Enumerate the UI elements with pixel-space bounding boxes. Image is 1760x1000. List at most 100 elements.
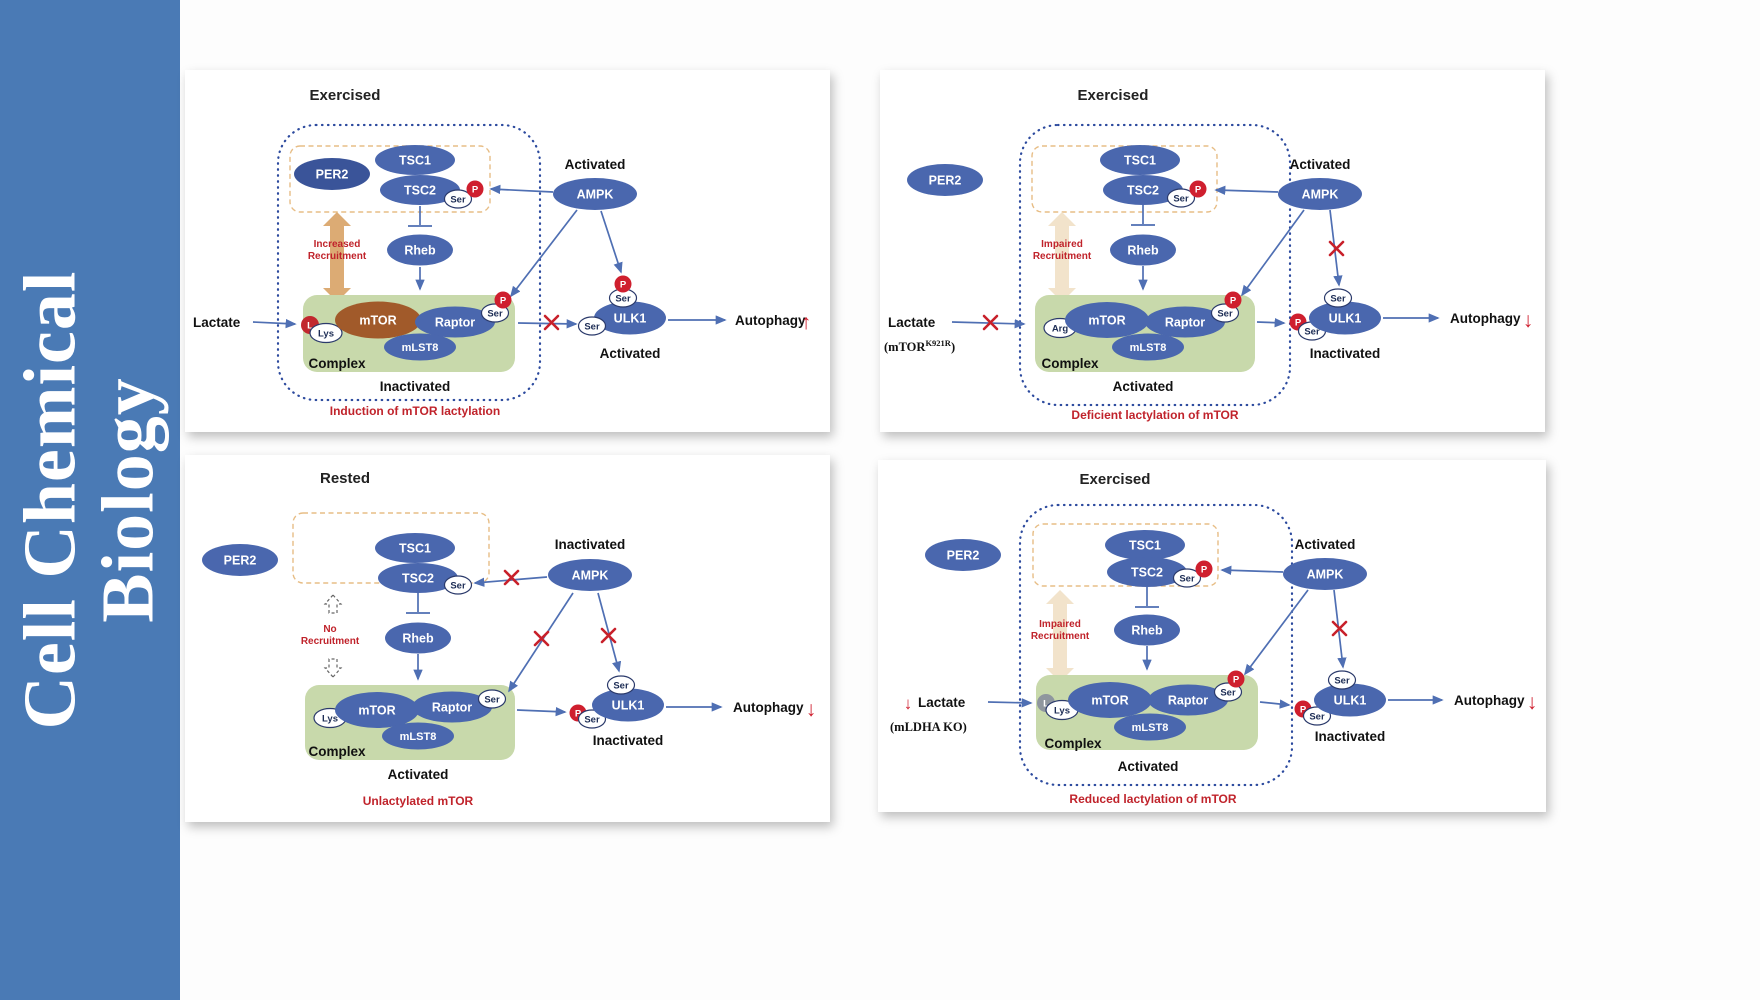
ulk1-ser-top-site: Ser xyxy=(606,675,636,695)
mtor-node: mTOR xyxy=(1068,682,1152,718)
raptor-node: Raptor xyxy=(1145,306,1225,338)
ulk1-ser-top-site: Ser xyxy=(1327,670,1357,690)
ulk1-node: ULK1 xyxy=(1314,683,1386,717)
inhibit-tbar-tsc2-to-rheb xyxy=(1131,205,1155,226)
ser-label: Ser xyxy=(1309,711,1325,722)
mlst8-node: mLST8 xyxy=(1112,333,1184,361)
lactyl-label: L xyxy=(1043,699,1049,710)
arrow-lactate-to-complex xyxy=(252,318,297,329)
tsc2-phospho-badge: P xyxy=(1189,180,1207,198)
phospho-label: P xyxy=(1300,705,1307,716)
mtor-variant-label: (mTORK921R) xyxy=(884,338,955,354)
ampk-label: AMPK xyxy=(1307,568,1344,582)
panel-caption: Reduced lactylation of mTOR xyxy=(1069,792,1236,806)
lys-label: Lys xyxy=(322,713,338,724)
ser-label: Ser xyxy=(1220,687,1236,698)
recruitment-word: No xyxy=(323,624,336,635)
mtor-label: mTOR xyxy=(358,704,395,718)
per2-node: PER2 xyxy=(202,544,278,576)
panel-reduced-lactylation: Exercised PER2 TSC1 TSC2 Ser P Activated… xyxy=(878,460,1546,812)
arrow-complex-to-ulk1 xyxy=(516,706,567,717)
lys-site: Lys xyxy=(309,322,343,344)
recruitment-word: Impaired xyxy=(1039,619,1081,630)
complex-label: Complex xyxy=(1041,356,1099,371)
ulk1-state: Inactivated xyxy=(593,733,664,748)
rheb-node: Rheb xyxy=(1110,234,1176,266)
mlst8-label: mLST8 xyxy=(400,731,437,743)
journal-title-line1: Cell Chemical xyxy=(9,270,92,730)
ampk-label: AMPK xyxy=(1302,188,1339,202)
rheb-label: Rheb xyxy=(1131,624,1163,638)
tsc2-label: TSC2 xyxy=(1127,184,1159,198)
mlst8-label: mLST8 xyxy=(1132,722,1169,734)
autophagy-down-icon: ↓ xyxy=(806,698,817,721)
tsc2-node: TSC2 xyxy=(380,175,460,205)
phospho-label: P xyxy=(1230,296,1237,307)
diagram-reduced-lactylation: Exercised PER2 TSC1 TSC2 Ser P Activated… xyxy=(890,471,1537,806)
mlst8-label: mLST8 xyxy=(402,342,439,354)
autophagy-label: Autophagy xyxy=(733,700,804,715)
blocked-x-icon xyxy=(982,314,999,331)
ampk-label: AMPK xyxy=(572,569,609,583)
blocked-x-icon xyxy=(533,630,550,647)
phospho-label: P xyxy=(472,185,479,196)
tsc1-label: TSC1 xyxy=(1124,154,1156,168)
recruitment-arrow-faded xyxy=(1048,212,1076,302)
tsc2-label: TSC2 xyxy=(402,572,434,586)
mtor-label: mTOR xyxy=(359,314,396,328)
arrow-ampk-to-ulk1 xyxy=(597,592,622,673)
mtor-node: mTOR xyxy=(335,692,419,728)
mlst8-label: mLST8 xyxy=(1130,342,1167,354)
ulk1-label: ULK1 xyxy=(1334,694,1367,708)
ampk-node: AMPK xyxy=(1283,558,1367,590)
mtor-label: mTOR xyxy=(1088,314,1125,328)
lactate-label: Lactate xyxy=(888,315,936,330)
pathway-dotted-border xyxy=(1018,503,1294,787)
arrow-lactate-to-complex xyxy=(951,319,1026,329)
ser-label: Ser xyxy=(1173,193,1189,204)
ser-label: Ser xyxy=(1217,308,1233,319)
complex-state: Activated xyxy=(1113,379,1174,394)
ulk1-state: Inactivated xyxy=(1310,346,1381,361)
tsc2-label: TSC2 xyxy=(1131,566,1163,580)
ser-label: Ser xyxy=(613,680,629,691)
raptor-phospho-badge: P xyxy=(1227,670,1245,688)
no-recruitment-up-arrow xyxy=(323,594,343,614)
autophagy-label: Autophagy xyxy=(735,313,806,328)
autophagy-label: Autophagy xyxy=(1450,311,1521,326)
ulk1-label: ULK1 xyxy=(612,699,645,713)
ampk-state: Activated xyxy=(565,157,626,172)
rheb-label: Rheb xyxy=(404,244,436,258)
ulk1-phospho-badge: P xyxy=(614,275,632,293)
tsc2-node: TSC2 xyxy=(1107,557,1187,587)
tsc1-node: TSC1 xyxy=(375,145,455,175)
ser-label: Ser xyxy=(584,321,600,332)
arrow-ampk-to-raptor-ser xyxy=(1243,589,1309,676)
panel-title: Rested xyxy=(320,470,370,487)
arrow-ampk-to-raptor-ser xyxy=(508,592,574,693)
complex-label: Complex xyxy=(1044,736,1102,751)
mtor-node: mTOR xyxy=(1065,302,1149,338)
blocked-x-icon xyxy=(1328,240,1345,257)
journal-title-line2: Biology xyxy=(88,377,170,623)
ser-label: Ser xyxy=(1330,293,1346,304)
arg-label: Arg xyxy=(1052,323,1069,334)
arrow-ampk-to-tsc2 xyxy=(1220,565,1284,575)
lactate-label: Lactate xyxy=(193,315,241,330)
tsc2-label: TSC2 xyxy=(404,184,436,198)
no-recruitment-down-arrow xyxy=(323,658,343,678)
per2-label: PER2 xyxy=(947,549,980,563)
tsc1-label: TSC1 xyxy=(399,154,431,168)
per2-node: PER2 xyxy=(294,158,370,190)
ampk-label: AMPK xyxy=(577,188,614,202)
lys-label: Lys xyxy=(318,328,334,339)
tsc2-ser-site: Ser xyxy=(1172,568,1202,588)
raptor-ser-site: Ser xyxy=(477,689,507,709)
journal-title: Cell Chemical Biology xyxy=(9,0,170,1000)
recruitment-label: Recruitment xyxy=(1031,631,1090,642)
diagram-exercised-lactylation: Exercised PER2 TSC1 TSC2 Ser P Activated… xyxy=(193,87,811,418)
mlst8-node: mLST8 xyxy=(384,333,456,361)
tsc2-node: TSC2 xyxy=(1103,175,1183,205)
phospho-label: P xyxy=(1295,318,1302,329)
